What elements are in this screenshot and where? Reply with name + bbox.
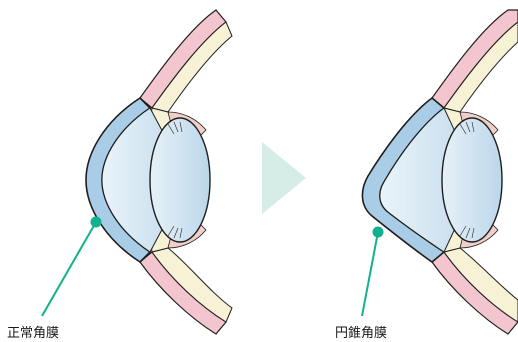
normal-sclera-outer bbox=[140, 10, 226, 108]
kc-sclera-outer bbox=[432, 10, 518, 108]
kc-pointer-dot bbox=[373, 227, 384, 238]
kc-pointer-line bbox=[362, 232, 378, 316]
normal-eye bbox=[42, 10, 232, 334]
normal-lens bbox=[150, 118, 210, 242]
arrow-right-icon bbox=[262, 142, 306, 214]
kc-lens bbox=[442, 118, 502, 242]
normal-pointer-dot bbox=[91, 217, 102, 228]
keratoconus-eye bbox=[362, 10, 518, 334]
normal-pointer-line bbox=[42, 222, 96, 316]
normal-cornea-label: 正常角膜 bbox=[7, 322, 59, 341]
keratoconus-label: 円錐角膜 bbox=[335, 322, 387, 341]
